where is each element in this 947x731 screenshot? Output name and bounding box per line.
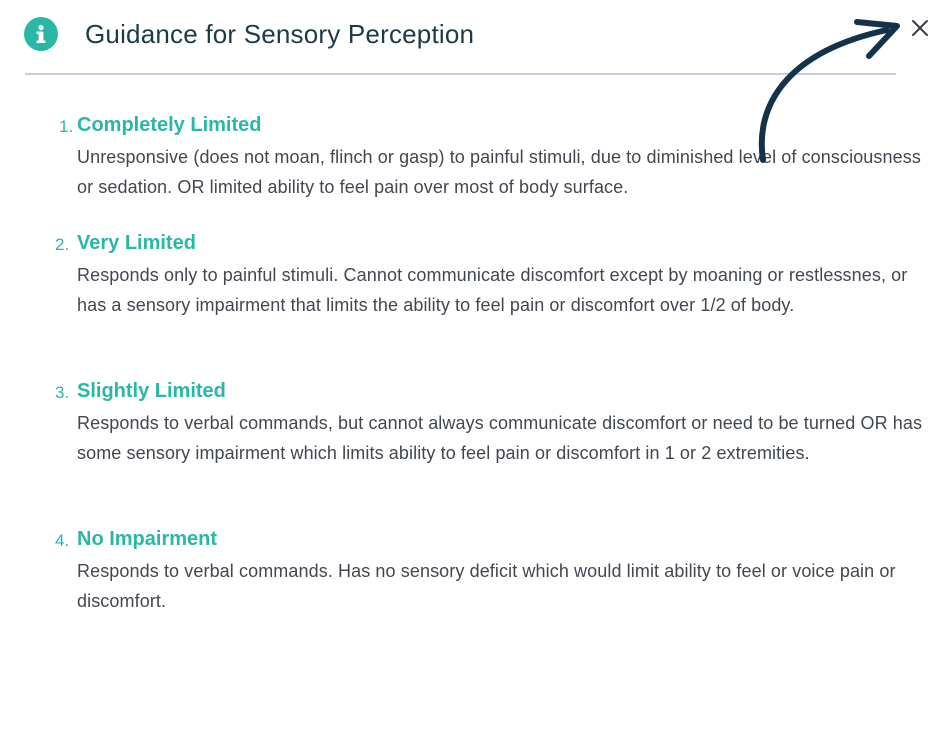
item-number: 4. [55,531,70,550]
item-number: 3. [55,383,70,402]
item-description: Responds only to painful stimuli. Cannot… [77,265,908,315]
item-description: Responds to verbal commands, but cannot … [77,413,923,463]
item-description: Unresponsive (does not moan, flinch or g… [77,147,921,197]
item-number: 2. [55,235,70,254]
item-title: Slightly Limited [77,380,226,402]
header-divider [25,73,896,75]
close-icon[interactable] [910,18,930,38]
modal-header: Guidance for Sensory Perception [0,0,947,74]
item-description: Responds to verbal commands. Has no sens… [77,561,896,611]
close-button[interactable] [906,14,934,42]
item-title: No Impairment [77,528,218,550]
item-title: Completely Limited [77,114,262,136]
item-number: 1. [59,117,74,136]
info-icon-glyph [36,24,46,43]
info-icon [24,17,58,51]
modal-title: Guidance for Sensory Perception [85,19,475,49]
item-title: Very Limited [77,232,196,254]
